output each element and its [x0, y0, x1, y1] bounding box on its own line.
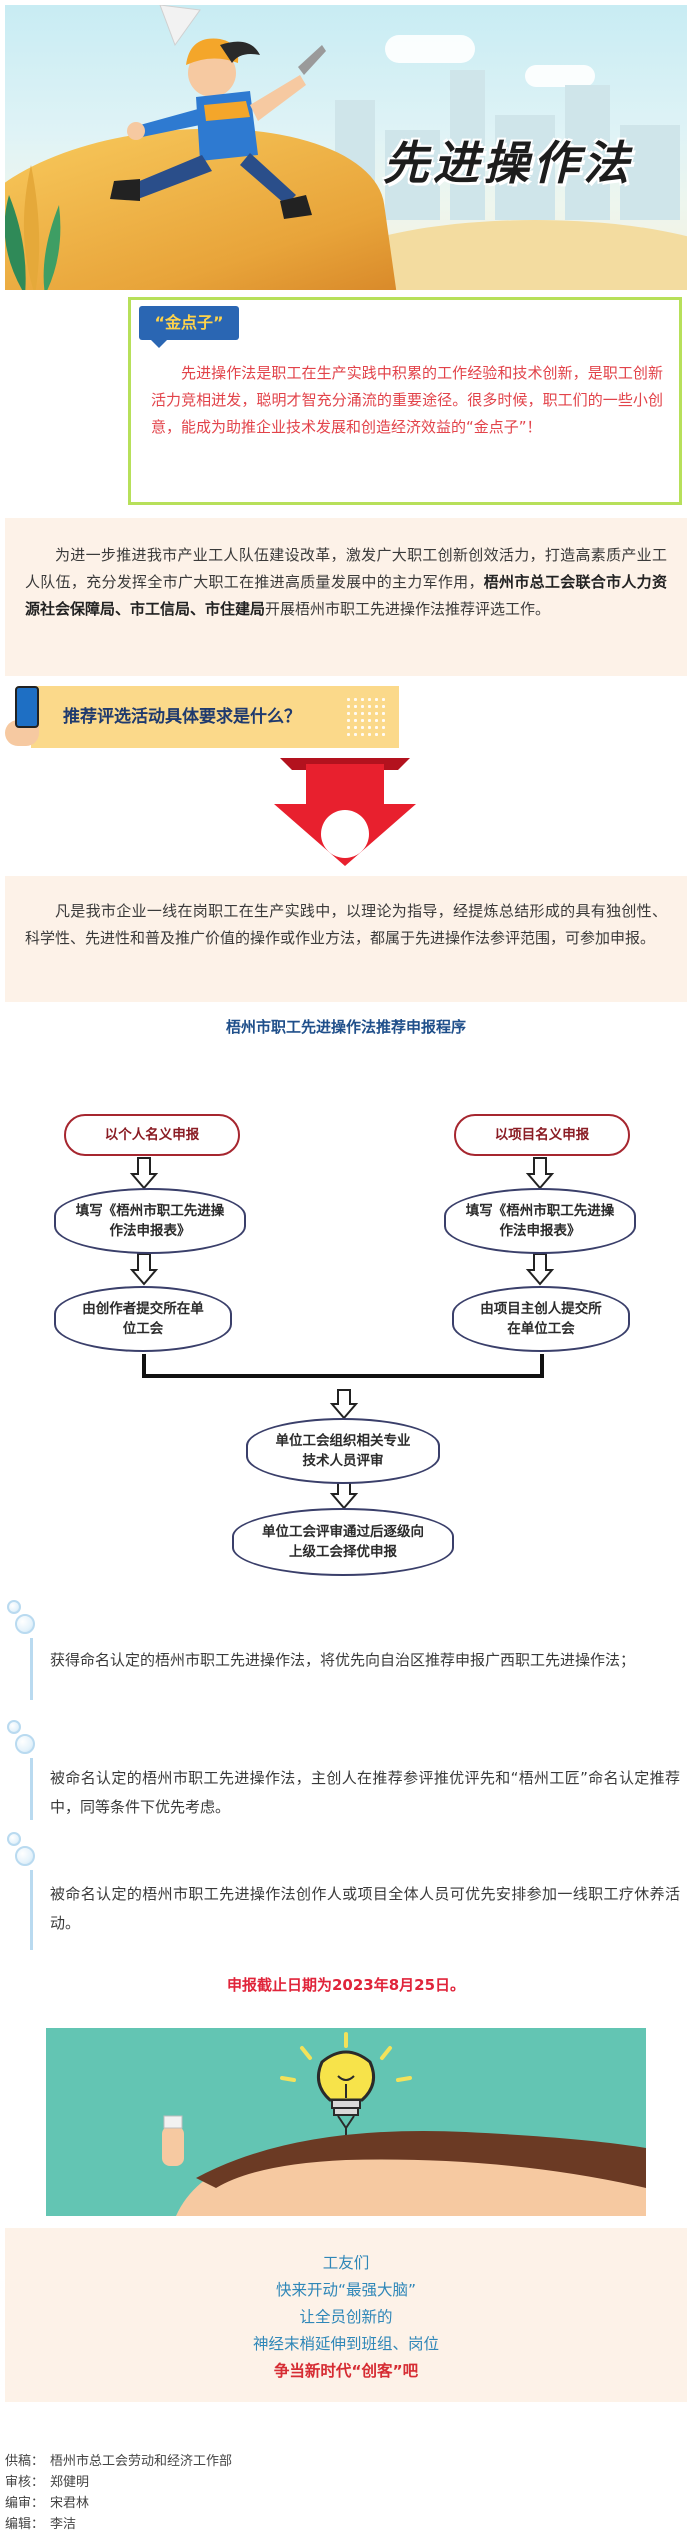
credit-line: 审核： 郑健明: [5, 2472, 238, 2493]
building: [450, 70, 485, 220]
golden-idea-box: “金点子” 先进操作法是职工在生产实践中积累的工作经验和技术创新，是职工创新活力…: [128, 297, 682, 505]
requirement-text: 凡是我市企业一线在岗职工在生产实践中，以理论为指导，经提炼总结形成的具有独创性、…: [25, 902, 667, 947]
lightbulb-illustration: [46, 2028, 646, 2216]
intro-text-end: 开展梧州市职工先进操作法推荐评选工作。: [265, 600, 551, 618]
credit-label: 供稿：: [5, 2454, 45, 2469]
benefit-text: 被命名认定的梧州市职工先进操作法创作人或项目全体人员可优先安排参加一线职工疗休养…: [50, 1885, 680, 1932]
benefit-item: 获得命名认定的梧州市职工先进操作法，将优先向自治区推荐申报广西职工先进操作法；: [5, 1600, 687, 1730]
credits: 供稿： 梧州市总工会劳动和经济工作部 审核： 郑健明 编审： 宋君林 编辑： 李洁: [5, 2451, 238, 2532]
phone-icon: [15, 686, 39, 728]
bubble-icon: [7, 1720, 21, 1734]
building: [620, 125, 680, 220]
golden-idea-tag: “金点子”: [139, 306, 239, 348]
benefit-text: 获得命名认定的梧州市职工先进操作法，将优先向自治区推荐申报广西职工先进操作法；: [50, 1651, 636, 1669]
bubble-icon: [7, 1832, 21, 1846]
requirement-bar: [31, 686, 399, 748]
credit-value: 郑健明: [50, 2475, 90, 2490]
down-arrow-icon: [270, 756, 420, 868]
intro-paragraph: 为进一步推进我市产业工人队伍建设改革，激发广大职工创新创效活力，打造高素质产业工…: [25, 542, 667, 623]
bubble-icon: [15, 1734, 35, 1754]
cloud: [525, 65, 595, 87]
credit-value: 梧州市总工会劳动和经济工作部: [50, 2454, 233, 2469]
bubble-icon: [15, 1614, 35, 1634]
credit-value: 李洁: [50, 2517, 77, 2532]
benefit-item: 被命名认定的梧州市职工先进操作法，主创人在推荐参评推优评先和“梧州工匠”命名认定…: [5, 1720, 687, 1850]
intro-panel: 为进一步推进我市产业工人队伍建设改革，激发广大职工创新创效活力，打造高素质产业工…: [5, 518, 687, 676]
flow-right-step-1: 以项目名义申报: [454, 1114, 630, 1156]
divider: [30, 1758, 33, 1820]
flow-left-step-1: 以个人名义申报: [64, 1114, 240, 1156]
worker-illustration: [110, 5, 326, 219]
slogan-line: 神经末梢延伸到班组、岗位: [252, 2335, 439, 2353]
flow-merge-step-2: 单位工会评审通过后逐级向上级工会择优申报: [232, 1508, 454, 1576]
intro-organizers: 梧州市总工会联合市人力资源社会保障局、市工信局、市住建局: [25, 573, 667, 618]
slogan-line: 工友们: [322, 2254, 370, 2272]
requirement-panel: 凡是我市企业一线在岗职工在生产实践中，以理论为指导，经提炼总结形成的具有独创性、…: [5, 876, 687, 1002]
benefit-item: 被命名认定的梧州市职工先进操作法创作人或项目全体人员可优先安排参加一线职工疗休养…: [5, 1832, 687, 1962]
benefit-text: 被命名认定的梧州市职工先进操作法，主创人在推荐参评推优评先和“梧州工匠”命名认定…: [50, 1769, 680, 1816]
divider: [30, 1638, 33, 1700]
credit-label: 编审：: [5, 2496, 45, 2511]
slogan-line: 快来开动“最强大脑”: [275, 2281, 417, 2299]
flow-left-step-3: 由创作者提交所在单位工会: [54, 1286, 232, 1352]
requirement-heading: 推荐评选活动具体要求是什么？: [63, 707, 301, 727]
credit-label: 编辑：: [5, 2517, 45, 2532]
building: [565, 85, 610, 220]
flow-left-step-2: 填写《梧州市职工先进操作法申报表》: [54, 1188, 246, 1254]
hero-title: 先进操作法: [383, 136, 633, 190]
credit-value: 宋君林: [50, 2496, 90, 2511]
credit-line: 编辑： 李洁: [5, 2514, 238, 2532]
deadline-notice: 申报截止日期为2023年8月25日。: [226, 1976, 466, 1994]
dots-decoration: [345, 696, 389, 736]
slogan-panel: 工友们 快来开动“最强大脑” 让全员创新的 神经末梢延伸到班组、岗位 争当新时代…: [5, 2228, 687, 2402]
golden-idea-text: 先进操作法是职工在生产实践中积累的工作经验和技术创新，是职工创新活力竞相迸发，聪…: [151, 364, 663, 436]
slogan-line: 让全员创新的: [299, 2308, 393, 2326]
flow-merge-step-1: 单位工会组织相关专业技术人员评审: [246, 1418, 440, 1484]
bubble-icon: [7, 1600, 21, 1614]
hero-banner: 先进操作法: [5, 5, 687, 290]
plant-icon: [5, 165, 61, 290]
bubble-icon: [15, 1846, 35, 1866]
slogan-highlight: 争当新时代“创客”吧: [273, 2362, 419, 2380]
divider: [30, 1870, 33, 1950]
building: [495, 115, 555, 220]
cloud: [385, 35, 475, 63]
flow-right-step-3: 由项目主创人提交所在单位工会: [452, 1286, 630, 1352]
credit-label: 审核：: [5, 2475, 45, 2490]
flowchart-connectors: [129, 1157, 555, 1510]
credit-line: 供稿： 梧州市总工会劳动和经济工作部: [5, 2451, 238, 2472]
intro-text: 为进一步推进我市产业工人队伍建设改革，激发广大职工创新创效活力，打造高素质产业工…: [25, 546, 667, 591]
credit-line: 编审： 宋君林: [5, 2493, 238, 2514]
requirement-banner: 推荐评选活动具体要求是什么？: [5, 686, 400, 748]
flow-right-step-2: 填写《梧州市职工先进操作法申报表》: [444, 1188, 636, 1254]
building: [385, 130, 440, 220]
flowchart-title: 梧州市职工先进操作法推荐申报程序: [225, 1018, 466, 1036]
flowchart: 以个人名义申报 填写《梧州市职工先进操作法申报表》 由创作者提交所在单位工会 以…: [0, 1060, 692, 1600]
